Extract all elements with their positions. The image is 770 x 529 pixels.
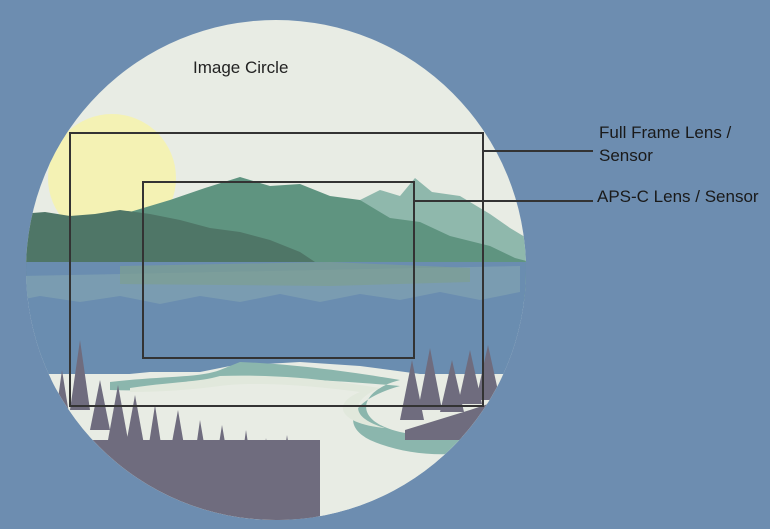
full-frame-sensor-frame: [69, 132, 484, 407]
mountain-dark: [26, 210, 330, 276]
full-frame-label-line2: Sensor: [599, 146, 653, 165]
image-circle-label: Image Circle: [193, 58, 289, 77]
reflection-green: [120, 262, 470, 286]
apsc-sensor-frame: [142, 181, 415, 359]
river-water: [130, 375, 385, 428]
apsc-label: APS-C Lens / Sensor: [597, 187, 759, 206]
full-frame-label: Full Frame Lens / Sensor: [599, 121, 731, 167]
full-frame-label-line1: Full Frame Lens /: [599, 123, 732, 142]
